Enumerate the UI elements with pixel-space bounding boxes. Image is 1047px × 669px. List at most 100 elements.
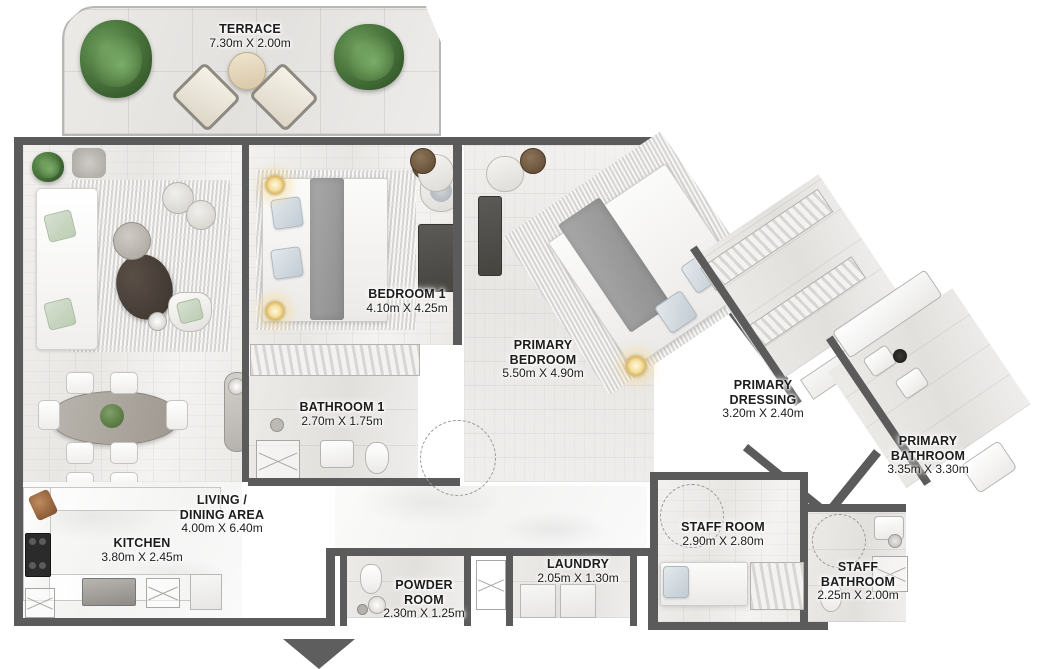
label-living-dining: LIVING / DINING AREA 4.00m X 6.40m — [152, 493, 292, 536]
primary-bedroom-console — [478, 196, 502, 276]
bathroom1-faucet-icon — [270, 418, 284, 432]
kitchen-double-sink-icon — [82, 578, 136, 606]
label-staff-bathroom: STAFF BATHROOM 2.25m X 2.00m — [793, 560, 923, 603]
interior-wall-bedroom1-right — [453, 145, 462, 345]
living-wall-decor — [72, 148, 106, 178]
dining-chair-5 — [38, 400, 60, 430]
label-laundry: LAUNDRY 2.05m X 1.30m — [518, 557, 638, 585]
laundry-washer — [520, 584, 556, 618]
staff-wardrobe-hangers — [750, 562, 804, 610]
label-kitchen-name: KITCHEN — [113, 536, 171, 550]
label-primary-dressing-name: PRIMARY DRESSING — [729, 378, 797, 407]
label-staff-bathroom-name: STAFF BATHROOM — [820, 560, 896, 589]
label-primary-bedroom-dim: 5.50m X 4.90m — [502, 366, 584, 380]
label-primary-dressing-dim: 3.20m X 2.40m — [722, 406, 804, 420]
entry-arrow-icon — [283, 639, 355, 669]
label-primary-bathroom: PRIMARY BATHROOM 3.35m X 3.30m — [858, 434, 998, 477]
staff-room-door-arc — [660, 484, 724, 548]
primary-bedroom-sidetable2-icon — [520, 148, 546, 174]
label-kitchen-dim: 3.80m X 2.45m — [101, 549, 183, 564]
cooktop-burner-4 — [39, 562, 46, 569]
label-powder-room: POWDER ROOM 2.30m X 1.25m — [364, 578, 484, 621]
exterior-wall-bottom-left — [14, 618, 326, 626]
label-staff-room: STAFF ROOM 2.90m X 2.80m — [658, 520, 788, 548]
living-round-side-table — [113, 222, 151, 260]
wall-laundry-left — [506, 548, 513, 626]
bedroom1-dresser — [418, 224, 456, 292]
label-primary-dressing: PRIMARY DRESSING 3.20m X 2.40m — [693, 378, 833, 421]
dining-chair-3 — [66, 442, 94, 464]
interior-wall-living-right — [242, 345, 249, 482]
wall-staff-left — [650, 472, 658, 626]
label-bathroom-1-dim: 2.70m X 1.75m — [301, 413, 383, 428]
label-bathroom-1: BATHROOM 1 2.70m X 1.75m — [272, 400, 412, 428]
label-primary-bathroom-dim: 3.35m X 3.30m — [887, 462, 969, 476]
wall-powder-right — [464, 548, 471, 626]
powder-faucet-icon — [357, 604, 368, 615]
primary-bedroom-sidetable-icon — [410, 148, 436, 174]
terrace-planter-left-icon — [80, 20, 152, 98]
label-kitchen: KITCHEN 3.80m X 2.45m — [72, 536, 212, 564]
powder-toilet-icon — [360, 564, 382, 594]
kitchen-dishwasher — [146, 578, 180, 608]
label-living-dining-dim: 4.00m X 6.40m — [181, 521, 263, 535]
bedroom1-bedside-lamp-1 — [262, 172, 288, 198]
label-terrace: TERRACE 7.30m X 2.00m — [170, 22, 330, 50]
bedroom1-pillow-1 — [270, 196, 304, 230]
label-terrace-name: TERRACE — [219, 22, 281, 36]
label-staff-room-dim: 2.90m X 2.80m — [682, 533, 764, 548]
exterior-wall-top — [14, 137, 660, 145]
staff-bath-drain-icon — [888, 534, 902, 548]
label-bathroom-1-name: BATHROOM 1 — [299, 400, 385, 414]
corridor[interactable] — [335, 486, 647, 548]
label-terrace-dim: 7.30m X 2.00m — [209, 35, 291, 50]
cooktop-burner-1 — [29, 538, 36, 545]
primary-bedside-lamp-2 — [622, 352, 650, 380]
dining-chair-1 — [66, 372, 94, 394]
powder-sink-icon — [368, 596, 386, 614]
label-staff-bathroom-dim: 2.25m X 2.00m — [817, 588, 899, 602]
interior-wall-primary-left — [242, 145, 249, 345]
living-small-stool — [148, 312, 167, 331]
living-ottoman-2 — [186, 200, 216, 230]
dining-centerpiece — [100, 404, 124, 428]
primary-bedroom-seat-2 — [486, 156, 524, 192]
staff-bath-shower — [872, 556, 908, 592]
bedroom1-wardrobe — [250, 344, 420, 376]
wall-staff-top — [650, 472, 808, 480]
label-primary-bedroom: PRIMARY BEDROOM 5.50m X 4.90m — [473, 338, 613, 381]
exterior-wall-bottom-right — [648, 622, 828, 630]
label-bedroom-1: BEDROOM 1 4.10m X 4.25m — [327, 287, 487, 315]
dining-chair-6 — [166, 400, 188, 430]
terrace-round-table — [228, 52, 266, 90]
kitchen-refrigerator — [190, 574, 222, 610]
label-bedroom-1-name: BEDROOM 1 — [368, 287, 446, 301]
kitchen-base-cabinet — [25, 588, 55, 618]
label-powder-room-name: POWDER ROOM — [395, 578, 453, 607]
corridor-door-arc-1 — [420, 420, 496, 496]
wall-laundry-right — [630, 548, 637, 626]
exterior-wall-bottom-mid2 — [326, 548, 656, 556]
label-staff-room-name: STAFF ROOM — [681, 520, 765, 534]
label-primary-bathroom-name: PRIMARY BATHROOM — [890, 434, 966, 463]
staff-bath-door-arc — [812, 514, 866, 568]
label-living-dining-name: LIVING / DINING AREA — [179, 493, 265, 522]
label-laundry-name: LAUNDRY — [546, 557, 610, 571]
interior-wall-bath1-bottom — [248, 478, 460, 486]
label-primary-bedroom-name: PRIMARY BEDROOM — [509, 338, 577, 367]
exterior-wall-bottom-mid — [326, 548, 335, 626]
bathroom1-vanity — [320, 440, 354, 468]
bedroom1-bedside-lamp-2 — [262, 298, 288, 324]
staff-bed-pillow — [663, 566, 689, 598]
dining-chair-4 — [110, 442, 138, 464]
primary-bath-mirror-icon — [893, 349, 907, 363]
cooktop-burner-3 — [29, 562, 36, 569]
label-powder-room-dim: 2.30m X 1.25m — [383, 606, 465, 620]
living-potted-plant-icon — [32, 152, 64, 182]
laundry-dryer — [560, 584, 596, 618]
terrace-planter-right-icon — [334, 24, 404, 90]
bedroom1-pillow-2 — [270, 246, 304, 280]
laundry-storage — [476, 560, 506, 610]
cooktop-burner-2 — [39, 538, 46, 545]
